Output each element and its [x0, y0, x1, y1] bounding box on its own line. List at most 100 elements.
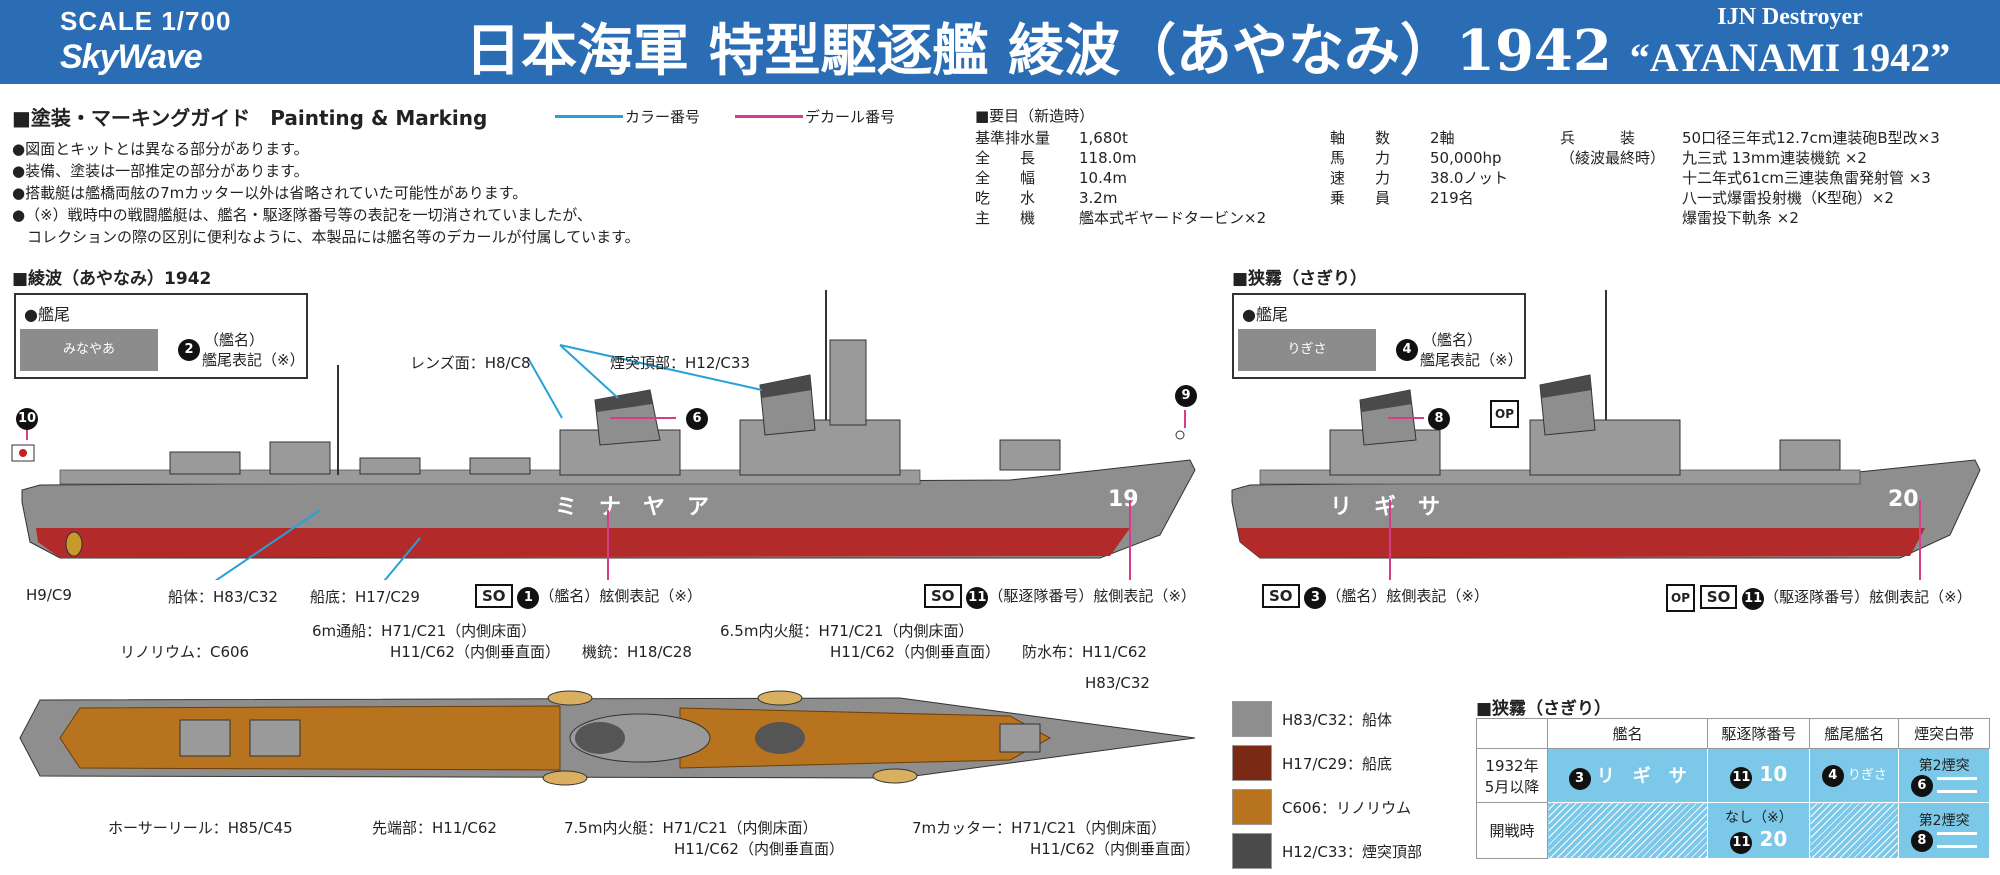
hull-number-text: 20: [1888, 487, 1919, 512]
table-header: 駆逐隊番号: [1707, 718, 1811, 749]
swatch-linoleum: [1232, 789, 1272, 825]
side-name-label: （艦名）舷側表記（※）: [1326, 587, 1489, 605]
sagiri-side-name-note: SO 3（艦名）舷側表記（※）: [1262, 584, 1489, 609]
spec-key: 速 力: [1330, 169, 1391, 187]
table-title: ■狭霧（さぎり）: [1476, 699, 1612, 719]
so-mark: SO: [1699, 585, 1738, 609]
decal-number-badge: 8: [1910, 829, 1933, 852]
cutter-label-2: H11/C62（内側垂直面）: [1030, 840, 1200, 858]
spec-value: 50,000hp: [1430, 149, 1502, 167]
swatch-label: C606：リノリウム: [1282, 798, 1412, 817]
note-line: ●図面とキットとは異なる部分があります。: [12, 140, 309, 158]
note-line: ●搭載艇は艦橋両舷の7mカッター以外は省略されていた可能性があります。: [12, 184, 528, 202]
row-label: 開戦時: [1476, 802, 1548, 859]
decal-number-badge: 3: [1568, 767, 1591, 790]
color-leader: [559, 344, 619, 399]
stern-title: ●艦尾: [24, 305, 70, 324]
spec-value: 38.0ノット: [1430, 169, 1509, 187]
boat75-label: 7.5m内火艇：H71/C21（内側床面）: [564, 819, 818, 837]
arm-item: 50口径三年式12.7cm連装砲B型改×3: [1682, 129, 1940, 147]
swatch-label: H12/C33：煙突頂部: [1282, 842, 1422, 861]
arm-label: 兵 装 （綾波最終時）: [1560, 128, 1665, 168]
specs-title: ■要目（新造時）: [975, 107, 1095, 125]
bow-color-label: H83/C32: [1085, 674, 1150, 692]
spec-value: 艦本式ギヤードタービン×2: [1079, 209, 1267, 227]
table-cell: りぎさ: [1847, 768, 1887, 783]
decal-number-badge: 10: [16, 408, 38, 430]
so-mark: SO: [924, 584, 962, 608]
decal-number-badge: 4: [1821, 765, 1844, 787]
fore-deck-linoleum: [679, 707, 1052, 769]
stern-label-2: 艦尾表記（※）: [202, 351, 305, 369]
decal-number-badge: 11: [1730, 767, 1753, 789]
arm-label-1: 兵 装: [1560, 129, 1636, 147]
swatch-row: H12/C33：煙突頂部: [1232, 829, 1422, 873]
boat6-label: 6m通船：H71/C21（内側床面）: [312, 622, 537, 640]
brand-logo: SkyWave: [60, 38, 203, 76]
spec-key: 馬 力: [1330, 149, 1391, 167]
spec-key: 乗 員: [1330, 189, 1391, 207]
hull-name-text: ミ ナ ヤ ア: [555, 495, 709, 520]
hull-number-text: 19: [1108, 487, 1139, 512]
ayanami-section-title: ■綾波（あやなみ）1942: [12, 269, 212, 289]
decal-number-badge: 1: [517, 587, 540, 609]
decal-legend-line: [735, 115, 803, 118]
stern-name-plate: みなやあ: [20, 329, 158, 371]
so-mark: SO: [475, 584, 513, 608]
table-cell: 20: [1759, 827, 1788, 851]
lens-label: レンズ面：H8/C8: [410, 354, 531, 372]
spec-key: 基準排水量: [975, 129, 1051, 147]
aft-deck-linoleum: [59, 705, 561, 771]
propeller-label: H9/C9: [26, 586, 72, 604]
color-legend-label: カラー番号: [625, 108, 701, 126]
boat65-label: 6.5m内火艇：H71/C21（内側床面）: [720, 622, 974, 640]
color-leader: [559, 344, 763, 391]
ayanami-profile-drawing: ミ ナ ヤ ア 19: [11, 290, 1196, 580]
decal-number-badge: 2: [178, 339, 200, 361]
sagiri-profile-drawing: リ ギ サ 20: [1231, 290, 1981, 580]
table-cell: 10: [1759, 762, 1788, 786]
note-line: ●（※）戦時中の戦闘艦艇は、艦名・駆逐隊番号等の表記を一切消されていましたが、: [12, 206, 592, 224]
header-bar: SCALE 1/700 SkyWave 日本海軍 特型駆逐艦 綾波（あやなみ）1…: [0, 0, 2000, 84]
cutter-label: 7mカッター：H71/C21（内側床面）: [912, 819, 1167, 837]
scale-label: SCALE 1/700: [60, 6, 232, 36]
row-label: 5月以降: [1484, 777, 1540, 796]
sagiri-section-title: ■狭霧（さぎり）: [1232, 269, 1368, 289]
guide-title: ■塗装・マーキングガイド Painting & Marking: [12, 106, 488, 130]
decal-number-badge: 11: [1730, 832, 1753, 854]
color-leader: [527, 357, 563, 419]
side-div-label: （駆逐隊番号）舷側表記（※）: [988, 587, 1196, 605]
spec-key: 主 機: [975, 209, 1036, 227]
decal-number-badge: 3: [1304, 587, 1327, 609]
color-swatch-legend: H83/C32：船体 H17/C29：船底 C606：リノリウム H12/C33…: [1232, 697, 1422, 873]
color-legend-line: [555, 115, 623, 118]
arm-item: 九三式 13mm連装機銃 ×2: [1682, 149, 1867, 167]
so-mark: SO: [1262, 584, 1300, 608]
swatch-hull: [1232, 701, 1272, 737]
spec-key: 全 幅: [975, 169, 1036, 187]
swatch-row: H83/C32：船体: [1232, 697, 1422, 741]
decal-number-badge: 9: [1175, 385, 1197, 407]
spec-value: 2軸: [1430, 129, 1455, 147]
decal-number-badge: 4: [1396, 339, 1418, 361]
spec-key: 吃 水: [975, 189, 1036, 207]
tip-label: 先端部：H11/C62: [372, 819, 497, 837]
spec-value: 10.4m: [1079, 169, 1128, 187]
boat75-label-2: H11/C62（内側垂直面）: [674, 840, 844, 858]
bottom-color-label: 船底：H17/C29: [310, 588, 420, 606]
stern-label-1: （艦名）: [1422, 331, 1483, 349]
reel-label: ホーサーリール：H85/C45: [108, 819, 293, 837]
propeller-icon: [65, 531, 83, 557]
funnel-label: 煙突頂部：H12/C33: [610, 354, 750, 372]
hull-bottom-shape: [36, 528, 1130, 558]
decal-number-badge: 8: [1428, 408, 1450, 430]
ayanami-side-name-note: SO 1（艦名）舷側表記（※）: [475, 584, 702, 609]
linoleum-label: リノリウム：C606: [120, 643, 250, 661]
decal-legend-label: デカール番号: [805, 108, 896, 126]
stern-title: ●艦尾: [1242, 305, 1288, 324]
hull-name-text: リ ギ サ: [1330, 495, 1440, 520]
swatch-label: H83/C32：船体: [1282, 710, 1392, 729]
